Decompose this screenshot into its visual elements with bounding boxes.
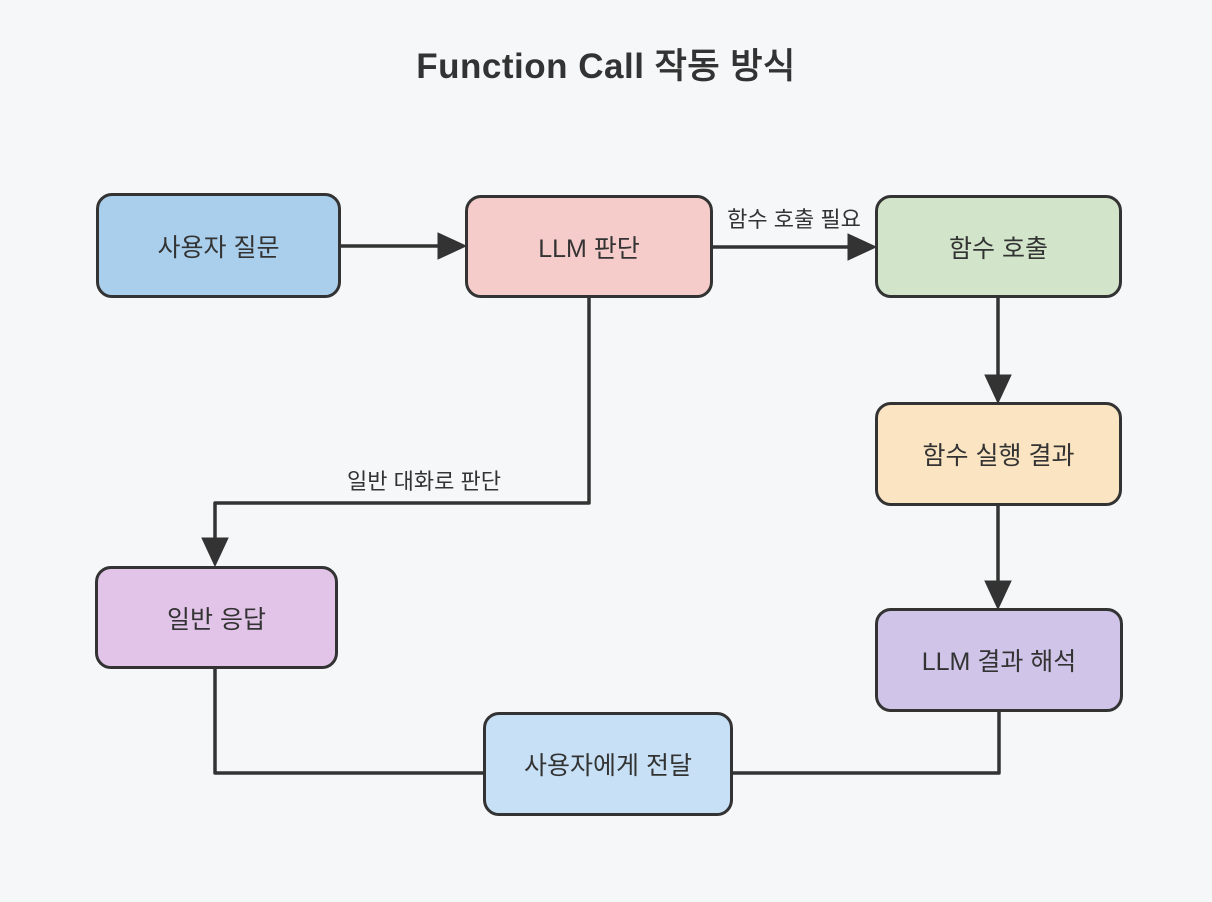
edge-line — [213, 669, 483, 775]
node-deliver-to-user-label: 사용자에게 전달 — [524, 752, 692, 780]
arrowhead-down-icon — [984, 580, 1012, 611]
edge-user-question-to-llm-judgment — [341, 232, 468, 260]
node-llm-result-interpretation: LLM 결과 해석 — [875, 608, 1123, 712]
node-llm-judgment: LLM 판단 — [465, 195, 713, 298]
arrowhead-right-icon — [437, 232, 468, 260]
node-llm-judgment-label: LLM 판단 — [538, 234, 640, 263]
node-function-call-label: 함수 호출 — [949, 234, 1048, 263]
node-user-question: 사용자 질문 — [96, 193, 341, 298]
edge-llm-result-interpretation-to-deliver-to-user — [733, 712, 1001, 775]
arrowhead-down-icon — [201, 537, 229, 568]
edge-general-response-to-deliver-to-user — [213, 669, 483, 775]
edge-function-call-to-function-exec-result — [984, 298, 1012, 405]
edge-function-exec-result-to-llm-result-interpretation — [984, 506, 1012, 611]
node-deliver-to-user: 사용자에게 전달 — [483, 712, 733, 816]
edge-llm-judgment-to-function-call — [713, 233, 878, 261]
node-general-response: 일반 응답 — [95, 566, 338, 669]
edge-line — [733, 712, 1001, 775]
node-general-response-label: 일반 응답 — [167, 605, 266, 634]
edge-line — [213, 298, 591, 539]
diagram-title: Function Call 작동 방식 — [416, 47, 796, 86]
edge-label-general-conversation: 일반 대화로 판단 — [347, 469, 501, 494]
node-user-question-label: 사용자 질문 — [157, 233, 280, 262]
edge-llm-judgment-to-general-response — [201, 298, 591, 568]
node-function-call: 함수 호출 — [875, 195, 1122, 298]
node-function-exec-result: 함수 실행 결과 — [875, 402, 1122, 506]
edge-label-function-call-needed: 함수 호출 필요 — [727, 207, 861, 232]
arrowhead-right-icon — [847, 233, 878, 261]
node-function-exec-result-label: 함수 실행 결과 — [922, 442, 1075, 470]
node-llm-result-interpretation-label: LLM 결과 해석 — [921, 648, 1077, 676]
arrowhead-down-icon — [984, 374, 1012, 405]
